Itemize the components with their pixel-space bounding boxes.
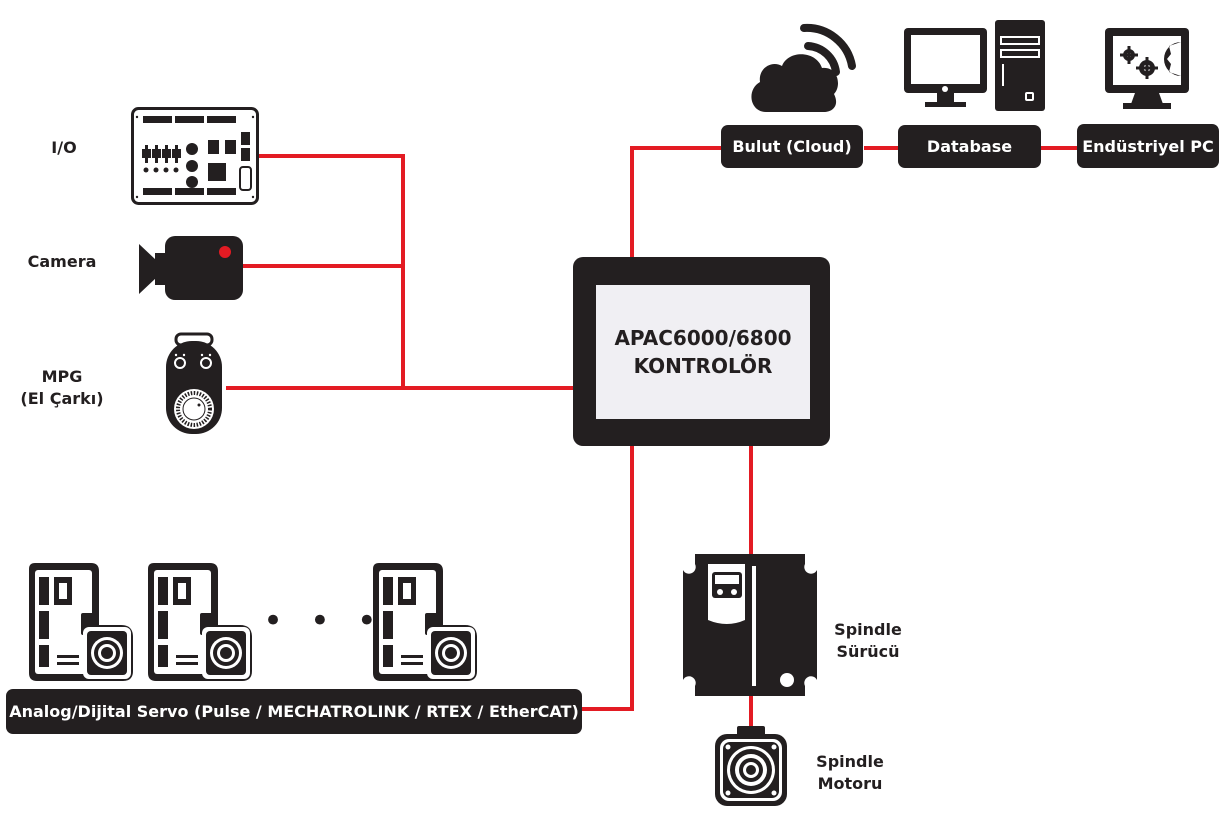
controller-screen: APAC6000/6800 KONTROLÖR: [596, 285, 810, 419]
mpg-label-line1: MPG: [41, 367, 83, 386]
record-indicator: [219, 246, 231, 258]
servo-drive-motor-icon: [373, 563, 477, 681]
spindle-motor-icon: [715, 726, 787, 806]
servo-drive-motor-icon: [29, 563, 133, 681]
desktop-computer-icon: [904, 20, 1045, 111]
servo-bus-label[interactable]: Analog/Dijital Servo (Pulse / MECHATROLI…: [6, 689, 582, 734]
spindle-driver-label: Spindle Sürücü: [826, 619, 910, 663]
spindle-driver-label-line1: Spindle: [834, 620, 902, 639]
wire-controller-servo: [582, 446, 634, 711]
spindle-motor-label-line2: Motoru: [817, 774, 883, 793]
mpg-label-line2: (El Çarkı): [20, 389, 104, 408]
wire-io: [258, 154, 405, 388]
camera-label: Camera: [27, 252, 97, 271]
database-node[interactable]: Database: [898, 125, 1041, 168]
spindle-motor-label: Spindle Motoru: [808, 751, 892, 795]
controller-title-line1: APAC6000/6800: [614, 326, 792, 350]
controller-device[interactable]: APAC6000/6800 KONTROLÖR: [573, 257, 830, 446]
wire-controller-cloud: [630, 146, 722, 257]
cloud-wifi-icon: [751, 23, 856, 112]
industrial-pc-node[interactable]: Endüstriyel PC: [1077, 124, 1219, 168]
monitor-gears-icon: [1105, 28, 1189, 109]
io-board-icon: [131, 107, 259, 205]
video-camera-icon: [139, 236, 243, 300]
spindle-motor-label-line1: Spindle: [816, 752, 884, 771]
spindle-driver-icon: [683, 554, 817, 696]
handwheel-icon: [166, 332, 222, 434]
mpg-label: MPG (El Çarkı): [14, 366, 110, 410]
controller-title-line2: KONTROLÖR: [633, 354, 773, 378]
servo-drive-motor-icon: [148, 563, 252, 681]
spindle-driver-label-line2: Sürücü: [836, 642, 900, 661]
cloud-node[interactable]: Bulut (Cloud): [721, 125, 863, 168]
io-label: I/O: [51, 138, 77, 157]
more-servos-ellipsis: • • •: [263, 601, 385, 641]
